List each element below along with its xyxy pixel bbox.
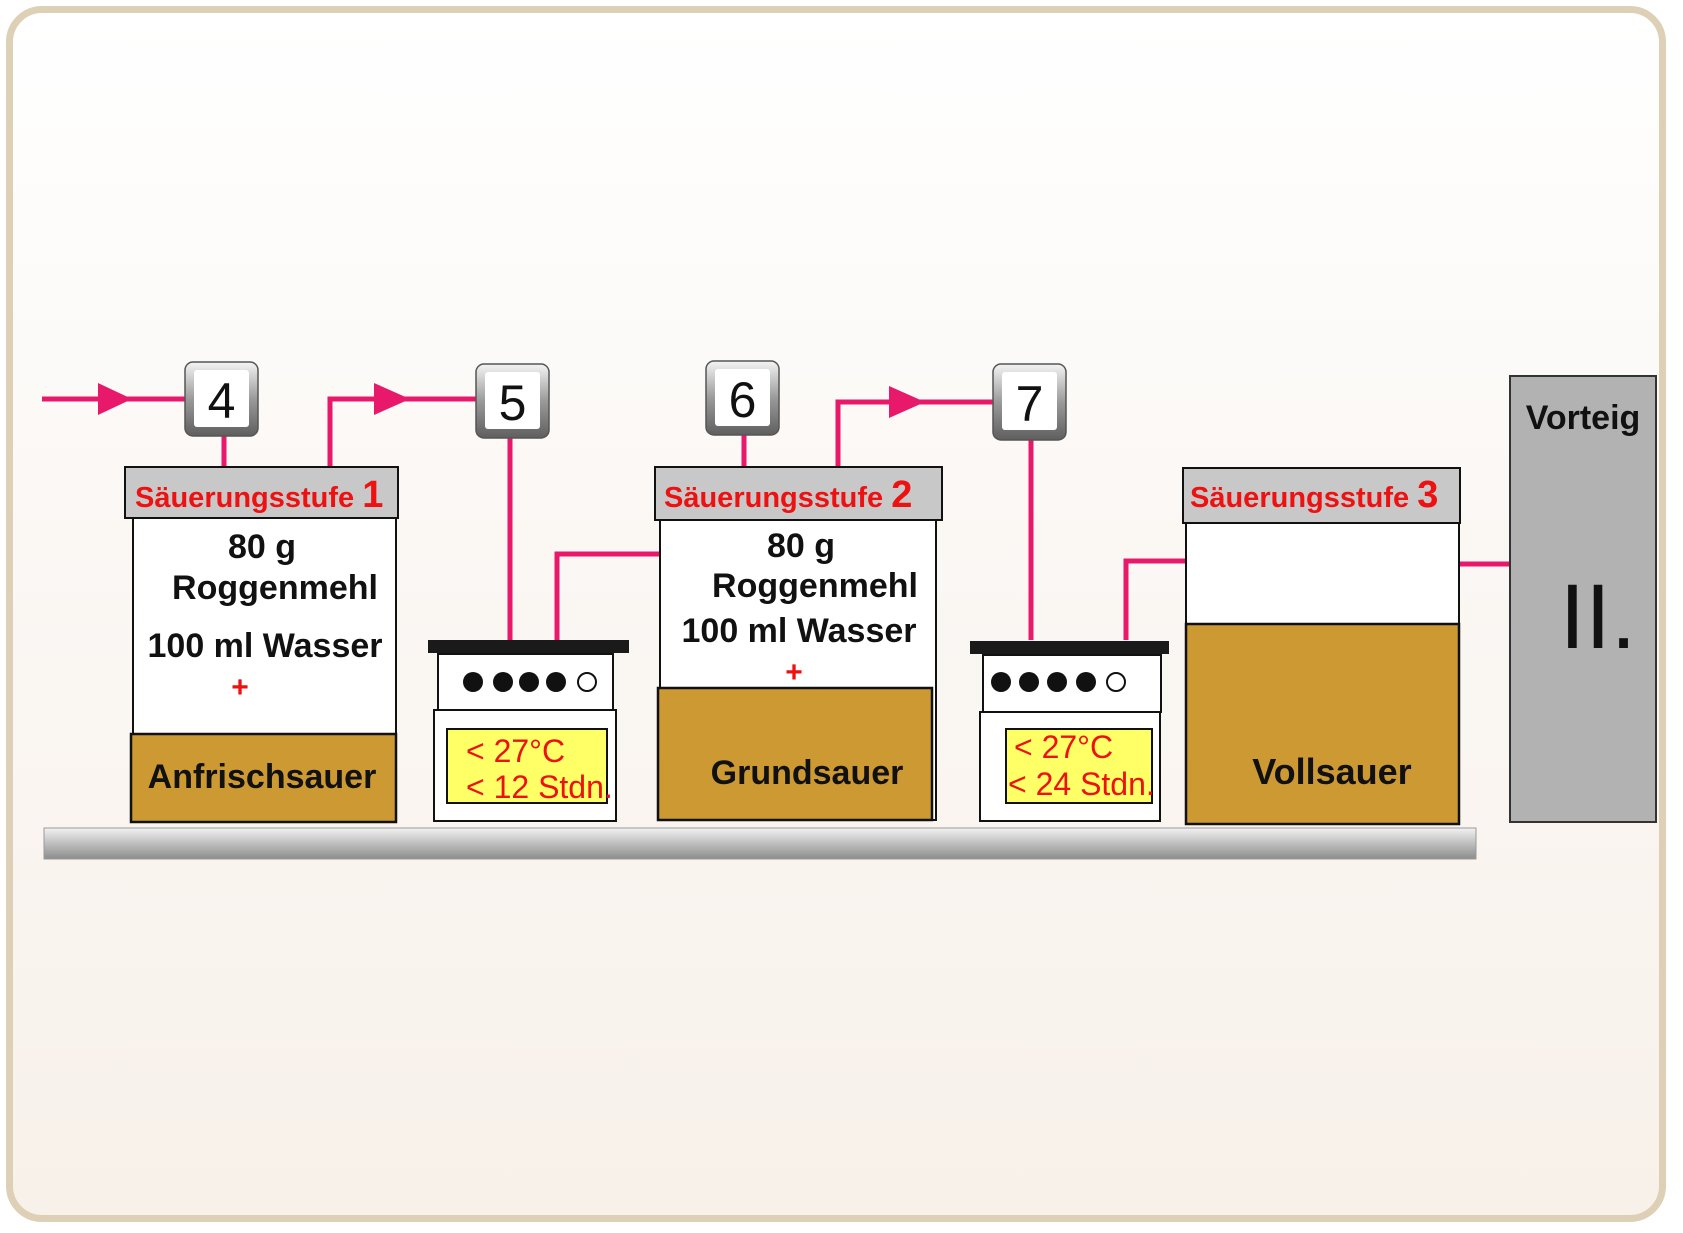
stage-1-flour-type: Roggenmehl [172,569,378,607]
arrow-right-icon [98,383,132,415]
stage-2-result: Grundsauer [711,754,904,792]
vorteig-numeral: II. [1560,566,1637,668]
vorteig-block: Vorteig II. [1509,375,1657,823]
stage-3-container: Säuerungsstufe 3 Vollsauer [1182,467,1461,826]
oven-1-knobs [463,672,597,692]
step-badge: 7 [992,363,1067,441]
arrow-right-icon [889,386,925,418]
step-badge-number: 7 [1016,376,1044,432]
stage-3-fill [1184,622,1461,826]
step-badge-number: 5 [499,375,527,431]
stage-2-flour-type: Roggenmehl [712,567,918,605]
stage-2-title: Säuerungsstufe 2 [664,474,912,516]
stage-2-flour-amount: 80 g [767,527,835,565]
stage-1-result: Anfrischsauer [148,758,377,796]
step-badge-number: 4 [208,373,236,429]
stage-2-container: Säuerungsstufe 2 80 g Roggenmehl 100 ml … [654,466,943,822]
step-badge: 6 [705,360,780,436]
step-badge: 5 [475,363,550,439]
oven-1-top [428,640,629,653]
step-badge: 4 [184,361,259,437]
proofing-oven-2: < 27°C < 24 Stdn. [970,641,1169,822]
vorteig-title: Vorteig [1526,399,1641,437]
stage-1-container: Säuerungsstufe 1 80 g Roggenmehl 100 ml … [124,466,399,824]
oven-1-duration: < 12 Stdn. [466,769,613,805]
shelf [43,827,1477,860]
oven-1-temperature: < 27°C [466,733,565,769]
stage-1-plus: + [231,671,249,704]
oven-2-display [1005,728,1153,804]
connector-stage2-badge7 [835,399,993,468]
stage-1-fill [129,732,398,824]
connector-oven1-stage2 [554,551,660,640]
stage-3-title: Säuerungsstufe 3 [1190,474,1438,516]
stage-2-water: 100 ml Wasser [682,612,917,650]
stage-1-water: 100 ml Wasser [148,627,383,665]
stage-2-plus: + [785,656,803,689]
stage-1-flour-amount: 80 g [228,528,296,566]
oven-2-knobs [991,672,1126,692]
stage-3-result: Vollsauer [1252,751,1411,792]
flow-connectors [42,396,1510,640]
proofing-oven-1: < 27°C < 12 Stdn. [428,640,629,822]
arrow-right-icon [374,383,410,415]
stage-1-title: Säuerungsstufe 1 [135,474,383,516]
oven-2-duration: < 24 Stdn. [1008,766,1155,802]
oven-2-temperature: < 27°C [1014,729,1113,765]
flow-arrowheads [98,383,925,418]
connector-stage1-badge5 [327,396,477,468]
stage-2-header [654,466,943,521]
oven-1-display [446,728,608,804]
oven-2-top [970,641,1169,654]
stage-2-fill [656,686,934,822]
step-badge-number: 6 [729,372,757,428]
stage-1-header [124,466,399,519]
stage-3-header [1182,467,1461,524]
connector-oven2-stage3 [1123,558,1185,640]
